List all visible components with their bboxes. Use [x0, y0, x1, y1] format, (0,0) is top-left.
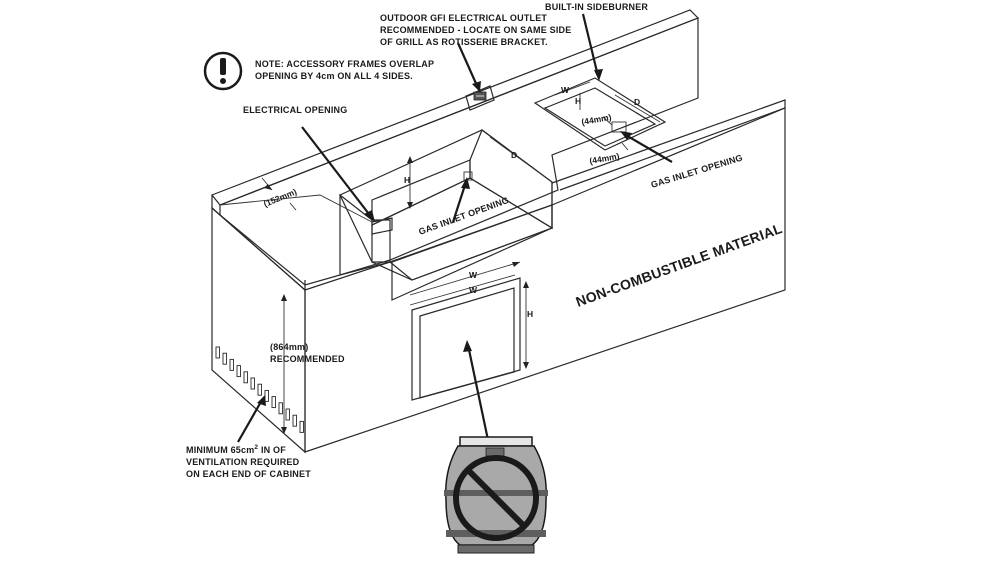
vent-slot: [264, 389, 269, 402]
height-note: RECOMMENDED: [270, 354, 345, 364]
tank-foot: [457, 544, 535, 554]
vent-slot: [236, 365, 241, 378]
electrical-slot: [371, 217, 393, 235]
sideburner-gas-notch: [611, 121, 627, 133]
vent-slot: [215, 346, 220, 359]
vent-line3: ON EACH END OF CABINET: [186, 469, 311, 479]
vent-line1: MINIMUM 65cm2 IN OF: [186, 444, 286, 455]
dim-grill-d: D: [511, 150, 517, 160]
vent-slot: [271, 396, 276, 409]
vent-slot: [292, 414, 297, 427]
vent-slot: [257, 383, 262, 396]
vent-line2: VENTILATION REQUIRED: [186, 457, 300, 467]
dim-side-w: W: [561, 85, 570, 95]
vent-slot: [250, 377, 255, 390]
dim-side-d: D: [634, 97, 640, 107]
leader-arrows: [237, 13, 673, 443]
vent-slot: [222, 352, 227, 365]
dim-door-h: H: [527, 309, 533, 319]
prohibited-icon: [444, 436, 548, 554]
grill-gas-notch: [463, 171, 473, 181]
dim-side-gas-a: (44mm): [581, 112, 613, 127]
tank-valve: [485, 447, 505, 457]
tank-collar: [459, 436, 533, 447]
door-opening-frame: [411, 277, 521, 401]
vent-slot: [285, 408, 290, 421]
countertop-front-edge: [551, 99, 786, 191]
electrical-opening-label: ELECTRICAL OPENING: [243, 105, 347, 115]
sideburner-opening-floor: [543, 87, 657, 147]
outlet-line3: OF GRILL AS ROTISSERIE BRACKET.: [380, 37, 548, 47]
ventilation-slots: [215, 346, 304, 433]
vent-sup: 2: [254, 444, 258, 451]
vent-slot: [299, 420, 304, 433]
vent-slot: [278, 402, 283, 415]
grill-front-panel: [391, 204, 553, 301]
countertop-left-end: [211, 195, 306, 292]
dim-door-w2: W: [469, 285, 478, 295]
material-label: NON-COMBUSTIBLE MATERIAL: [574, 220, 785, 310]
vent-line1-text: MINIMUM 65cm: [186, 445, 254, 455]
warning-icon: [203, 51, 243, 91]
tank-band-top: [444, 490, 548, 496]
grill-opening-left-wall: [339, 193, 391, 276]
dim-grill-h: H: [404, 175, 410, 185]
door-opening-edge: [411, 397, 421, 401]
dim-door-w1: W: [469, 270, 478, 280]
vent-slot: [229, 358, 234, 371]
countertop-surface: [219, 17, 699, 286]
tank-band-bottom: [446, 530, 546, 537]
cabinet-left-end: [211, 206, 306, 454]
outlet-line1: OUTDOOR GFI ELECTRICAL OUTLET: [380, 13, 547, 23]
outlet-line2: RECOMMENDED - LOCATE ON SAME SIDE: [380, 25, 571, 35]
sideburner-label: BUILT-IN SIDEBURNER: [545, 2, 648, 12]
setback-lip: [219, 194, 373, 223]
sideburner-opening: [533, 77, 667, 151]
note-line1: NOTE: ACCESSORY FRAMES OVERLAP: [255, 59, 434, 69]
vent-slot: [243, 371, 248, 384]
door-opening-shade: [419, 287, 515, 399]
dimension-lines: [261, 81, 661, 434]
height-value: (864mm): [270, 342, 308, 352]
vent-line1-tail: IN OF: [258, 445, 286, 455]
cabinet-front-face: [304, 107, 786, 453]
dim-setback: (152mm): [262, 186, 298, 208]
dim-side-h: H: [575, 96, 581, 106]
note-line2: OPENING BY 4cm ON ALL 4 SIDES.: [255, 71, 413, 81]
